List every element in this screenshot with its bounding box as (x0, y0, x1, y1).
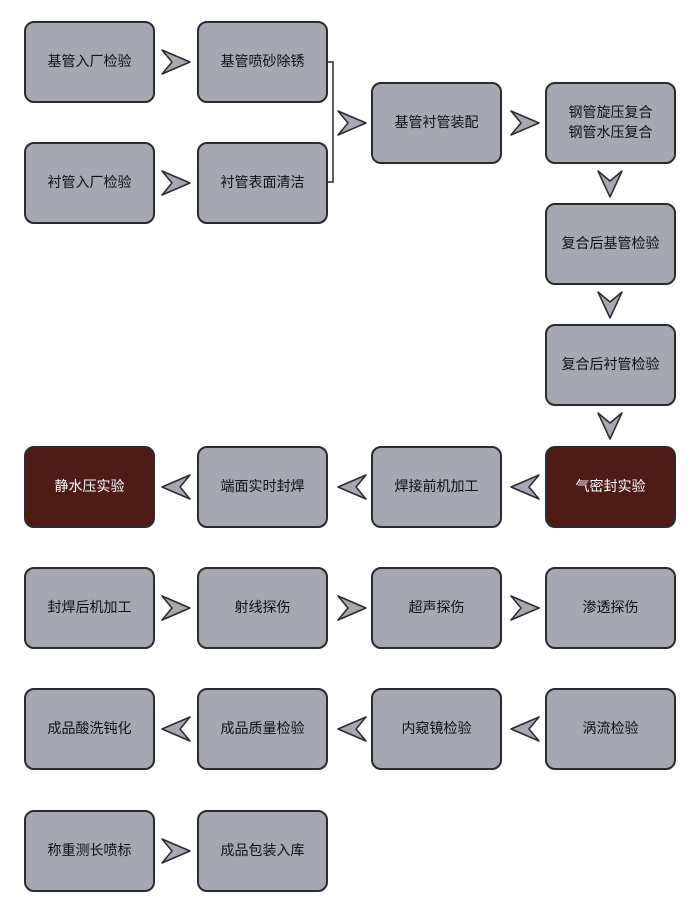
node-base-pipe-check-after: 复合后基管检验 (545, 203, 676, 285)
arrow-left-icon (510, 474, 540, 500)
node-pickling-passivation: 成品酸洗钝化 (24, 688, 155, 770)
arrow-right-icon (161, 49, 191, 75)
node-endoscope-test: 内窥镜检验 (371, 688, 502, 770)
arrow-right-icon (337, 595, 367, 621)
node-post-weld-machining: 封焊后机加工 (24, 567, 155, 649)
node-liner-surface-clean: 衬管表面清洁 (197, 142, 328, 224)
node-liner-pipe-check-after: 复合后衬管检验 (545, 324, 676, 406)
node-eddy-current-test: 涡流检验 (545, 688, 676, 770)
node-pack-store: 成品包装入库 (197, 810, 328, 892)
arrow-right-icon (510, 110, 540, 136)
node-base-pipe-inspection: 基管入厂检验 (24, 21, 155, 103)
node-penetrant-test: 渗透探伤 (545, 567, 676, 649)
node-end-seal-weld: 端面实时封焊 (197, 446, 328, 528)
arrow-left-icon (161, 716, 191, 742)
node-composite: 钢管旋压复合 钢管水压复合 (545, 82, 676, 164)
node-hydrostatic-test: 静水压实验 (24, 446, 155, 528)
node-quality-check: 成品质量检验 (197, 688, 328, 770)
arrow-right-icon (510, 595, 540, 621)
arrow-right-icon (161, 595, 191, 621)
node-pre-weld-machining: 焊接前机加工 (371, 446, 502, 528)
arrow-down-icon (597, 291, 623, 319)
node-liner-pipe-inspection: 衬管入厂检验 (24, 142, 155, 224)
arrow-left-icon (337, 716, 367, 742)
node-ultrasonic-test: 超声探伤 (371, 567, 502, 649)
arrow-left-icon (161, 474, 191, 500)
arrow-down-icon (597, 170, 623, 198)
node-base-pipe-sandblast: 基管喷砂除锈 (197, 21, 328, 103)
node-assembly: 基管衬管装配 (371, 82, 502, 164)
arrow-right-icon (161, 170, 191, 196)
arrow-right-icon (337, 110, 367, 136)
arrow-right-icon (161, 838, 191, 864)
arrow-down-icon (597, 412, 623, 440)
node-weigh-measure-spray: 称重测长喷标 (24, 810, 155, 892)
node-radiographic-test: 射线探伤 (197, 567, 328, 649)
arrow-left-icon (337, 474, 367, 500)
arrow-left-icon (510, 716, 540, 742)
node-air-tight-test: 气密封实验 (545, 446, 676, 528)
